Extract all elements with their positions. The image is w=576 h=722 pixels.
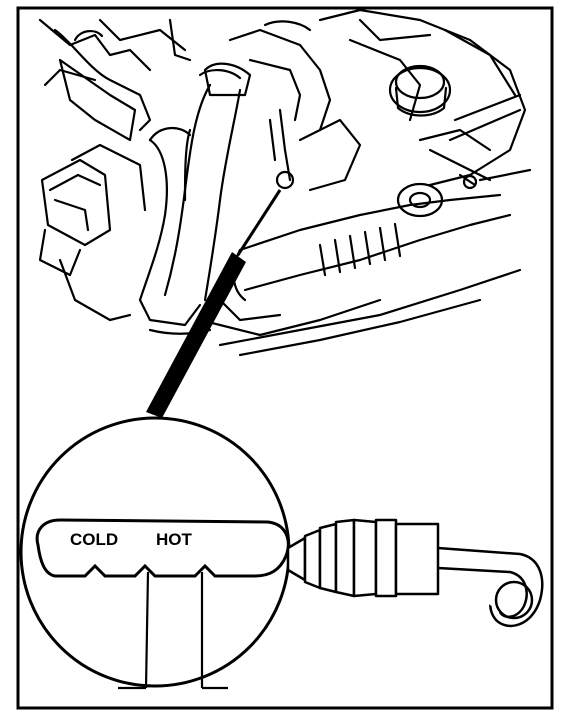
level-indicator-lines xyxy=(118,571,228,690)
hot-label: HOT xyxy=(156,530,193,549)
engine-bay-illustration xyxy=(38,8,532,357)
leader-wedge xyxy=(146,252,246,418)
dipstick-tube xyxy=(236,189,282,256)
dipstick-blade xyxy=(35,518,290,578)
dipstick-handle xyxy=(286,518,544,628)
cold-label: COLD xyxy=(70,530,118,549)
